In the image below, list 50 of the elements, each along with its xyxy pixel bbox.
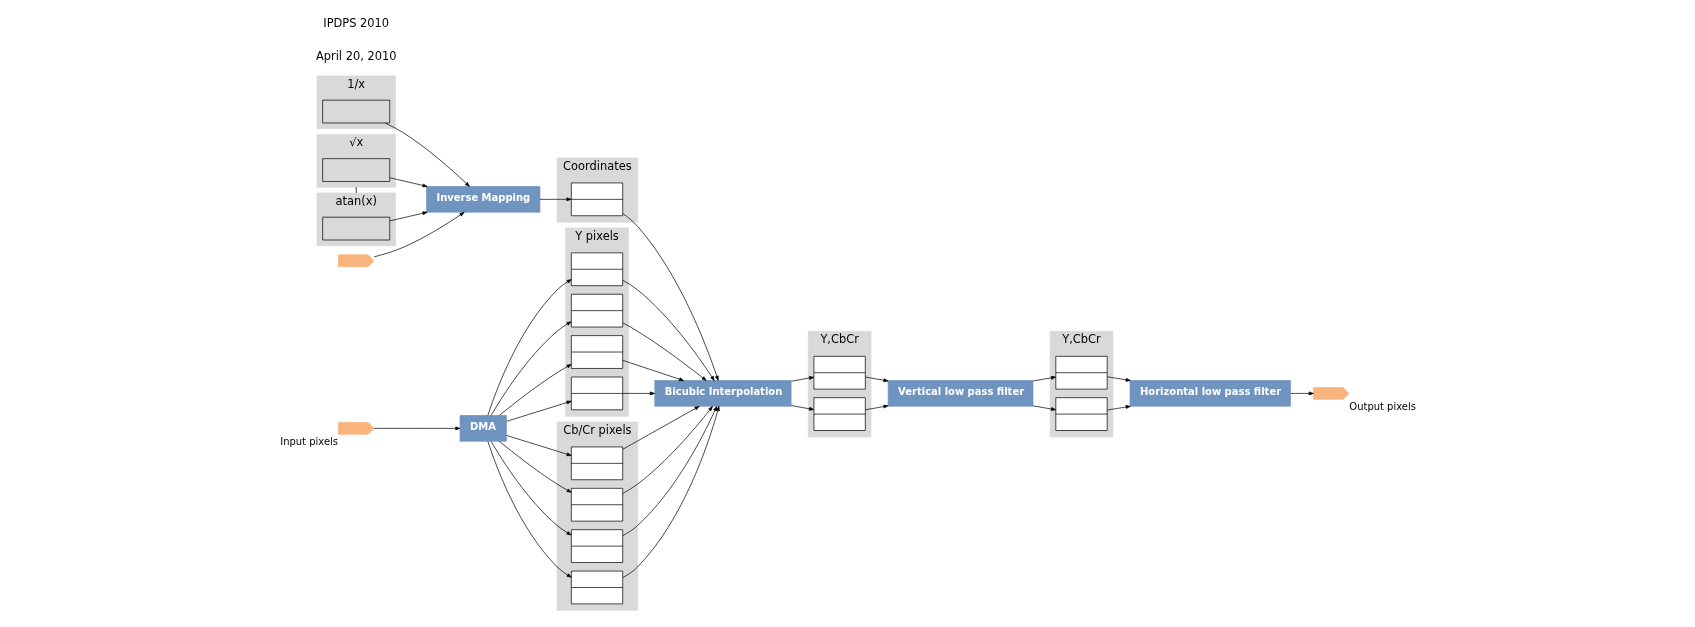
arrow [621,279,715,381]
node-box [321,99,390,124]
cluster: 1/x [316,75,396,130]
arrow [490,321,572,416]
cluster: Cb/Cr pixels [556,421,638,611]
arrow [790,376,814,382]
cluster: √x [316,134,396,188]
arrow [384,122,470,187]
arrow [622,406,720,578]
cluster: atan(x) [316,192,396,247]
arrow [1032,405,1056,411]
arrow [505,435,572,457]
node-box: Bicubic Interpolation [653,380,791,407]
arrow [622,360,684,381]
arrow [622,391,655,396]
node-box [321,216,390,241]
node-arrow [337,254,374,267]
arrow [622,406,700,450]
node-label: Input pixels [279,436,338,448]
arrow [487,441,572,578]
arrow [864,404,888,411]
arrow [1032,375,1056,382]
arrow [621,406,717,537]
arrow [790,405,814,411]
arrow [621,213,719,381]
label: IPDPS 2010 [322,15,389,30]
arrow [539,197,571,202]
arrow [1289,391,1314,396]
arrow [490,441,572,536]
arrow [498,440,572,493]
arrow [389,211,427,222]
node-box [321,158,390,182]
arrow [498,364,572,416]
node-label: Output pixels [1348,401,1416,413]
arrow [1106,405,1131,411]
label: April 20, 2010 [315,49,396,64]
arrow [487,279,572,416]
arrow [389,177,427,188]
arrow [373,426,460,431]
cluster: Coordinates [556,157,638,223]
arrow [505,400,572,422]
node-box: Inverse Mapping [425,186,540,213]
arrow [373,212,464,258]
arrow [864,376,888,383]
arrow [621,406,713,494]
arrow [621,322,707,381]
node-box: Vertical low pass filter [887,380,1033,407]
node-box: DMA [459,415,507,442]
arrow [1106,376,1131,382]
node-box: Horizontal low pass filter [1129,380,1291,407]
